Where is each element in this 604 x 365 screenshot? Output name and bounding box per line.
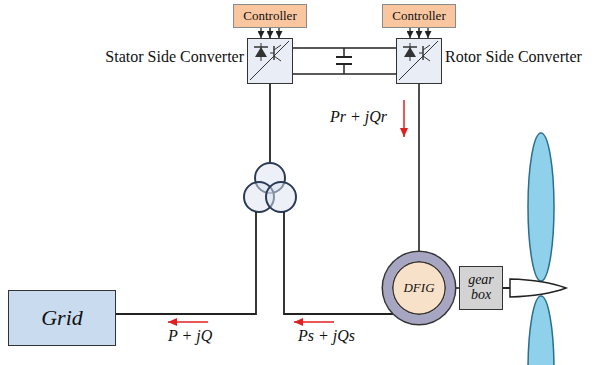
node-label: gear box <box>462 273 500 302</box>
control-arrow <box>278 28 279 38</box>
wire <box>116 212 256 314</box>
capacitor-lead <box>343 64 345 74</box>
control-arrow <box>260 28 261 38</box>
wire <box>418 84 420 252</box>
igbt-symbol <box>248 39 291 82</box>
converter-label: Rotor Side Converter <box>445 49 582 66</box>
control-arrow <box>409 28 410 38</box>
turbine-hub <box>510 279 566 297</box>
generator-circle: DFIG <box>383 252 455 324</box>
wire <box>293 47 396 49</box>
control-arrow <box>418 28 420 38</box>
control-arrow <box>427 28 428 38</box>
turbine-blade <box>528 133 554 281</box>
wire <box>284 212 394 314</box>
capacitor-plate <box>336 56 352 58</box>
wire <box>269 84 271 163</box>
gearbox-box: gear box <box>459 266 503 310</box>
controller-box: Controller <box>382 4 456 28</box>
grid-box: Grid <box>8 290 116 346</box>
converter-box: Stator Side Converter <box>247 38 293 84</box>
node-label: DFIG <box>403 281 434 295</box>
capacitor-lead <box>343 48 345 57</box>
power-label: P + jQ <box>168 327 212 345</box>
converter-label: Stator Side Converter <box>105 49 244 66</box>
power-arrow <box>168 321 208 323</box>
node-label: Controller <box>243 9 296 23</box>
control-arrow <box>269 28 271 38</box>
node-label: Grid <box>41 306 83 329</box>
power-arrow <box>294 321 334 323</box>
power-label: Pr + jQr <box>330 108 387 126</box>
controller-box: Controller <box>233 4 307 28</box>
turbine-blade <box>528 296 554 365</box>
power-label: Ps + jQs <box>298 327 355 345</box>
converter-box: Rotor Side Converter <box>396 38 442 84</box>
igbt-symbol <box>397 39 440 82</box>
power-arrow <box>403 100 405 137</box>
transformer-winding <box>266 182 296 212</box>
node-label: Controller <box>392 9 445 23</box>
